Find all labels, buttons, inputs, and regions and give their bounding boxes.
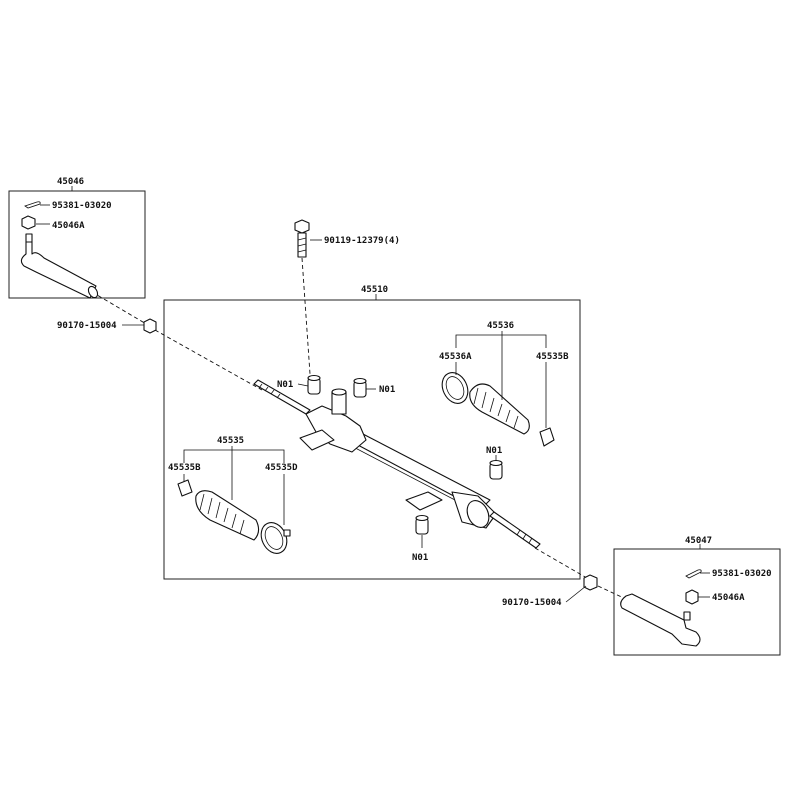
right-cotter-pin-label: 95381-03020 xyxy=(712,569,772,579)
mount-bolt-label: 90119-12379(4) xyxy=(324,236,400,246)
steering-rack-assembly[interactable] xyxy=(253,379,541,549)
right-nut-label: 45046A xyxy=(712,593,745,603)
left-tie-rod-end-box xyxy=(8,190,146,299)
right-boot-clamp-b-label: 45535B xyxy=(536,352,569,362)
right-castle-nut-icon xyxy=(685,589,699,605)
left-outer-nut-icon xyxy=(143,318,157,334)
right-tie-rod-end[interactable] xyxy=(620,593,701,647)
right-axis-line xyxy=(534,547,588,579)
left-boot-clamp-d[interactable] xyxy=(256,518,291,557)
right-outer-nut-label: 90170-15004 xyxy=(502,598,562,608)
right-tie-rod-end-label: 45047 xyxy=(685,536,712,546)
left-boot[interactable] xyxy=(195,490,260,541)
n01-bushing-3[interactable] xyxy=(489,459,503,480)
leader-lines xyxy=(36,186,710,603)
right-boot-clamp-b[interactable] xyxy=(539,427,555,447)
left-outer-nut-label: 90170-15004 xyxy=(57,321,117,331)
right-tie-rod-end-box xyxy=(613,548,781,656)
left-nut-label: 45046A xyxy=(52,221,85,231)
bolt-axis-line xyxy=(301,257,311,375)
right-boot[interactable] xyxy=(469,383,530,435)
left-castle-nut-icon xyxy=(21,215,36,230)
right-outer-nut-icon xyxy=(583,574,598,591)
left-boot-clamp-b[interactable] xyxy=(177,479,193,497)
n01-label-3: N01 xyxy=(486,446,502,456)
n01-bushing-1[interactable] xyxy=(307,374,321,395)
n01-bushing-2[interactable] xyxy=(353,377,367,398)
right-boot-clamp-a-label: 45536A xyxy=(439,352,472,362)
left-cotter-pin-label: 95381-03020 xyxy=(52,201,112,211)
left-axis-line xyxy=(91,291,149,326)
left-boot-clamp-b-label: 45535B xyxy=(168,463,201,473)
right-boot-set-label: 45536 xyxy=(487,321,514,331)
main-assembly-label: 45510 xyxy=(361,285,388,295)
n01-label-2: N01 xyxy=(379,385,395,395)
left-tie-rod-end-label: 45046 xyxy=(57,177,84,187)
mount-bolt-icon[interactable] xyxy=(294,219,310,258)
left-boot-clamp-d-label: 45535D xyxy=(265,463,298,473)
right-axis-line-2 xyxy=(597,585,629,601)
n01-bushing-4[interactable] xyxy=(415,514,429,535)
n01-label-4: N01 xyxy=(412,553,428,563)
left-cotter-pin-icon xyxy=(24,201,41,209)
right-cotter-pin-icon xyxy=(685,569,702,579)
left-tie-rod-end[interactable] xyxy=(20,233,99,299)
left-axis-line-2 xyxy=(154,329,263,391)
left-boot-set-label: 45535 xyxy=(217,436,244,446)
right-boot-clamp-a[interactable] xyxy=(437,368,472,407)
n01-label-1: N01 xyxy=(277,380,293,390)
steering-rack-box xyxy=(163,299,581,580)
